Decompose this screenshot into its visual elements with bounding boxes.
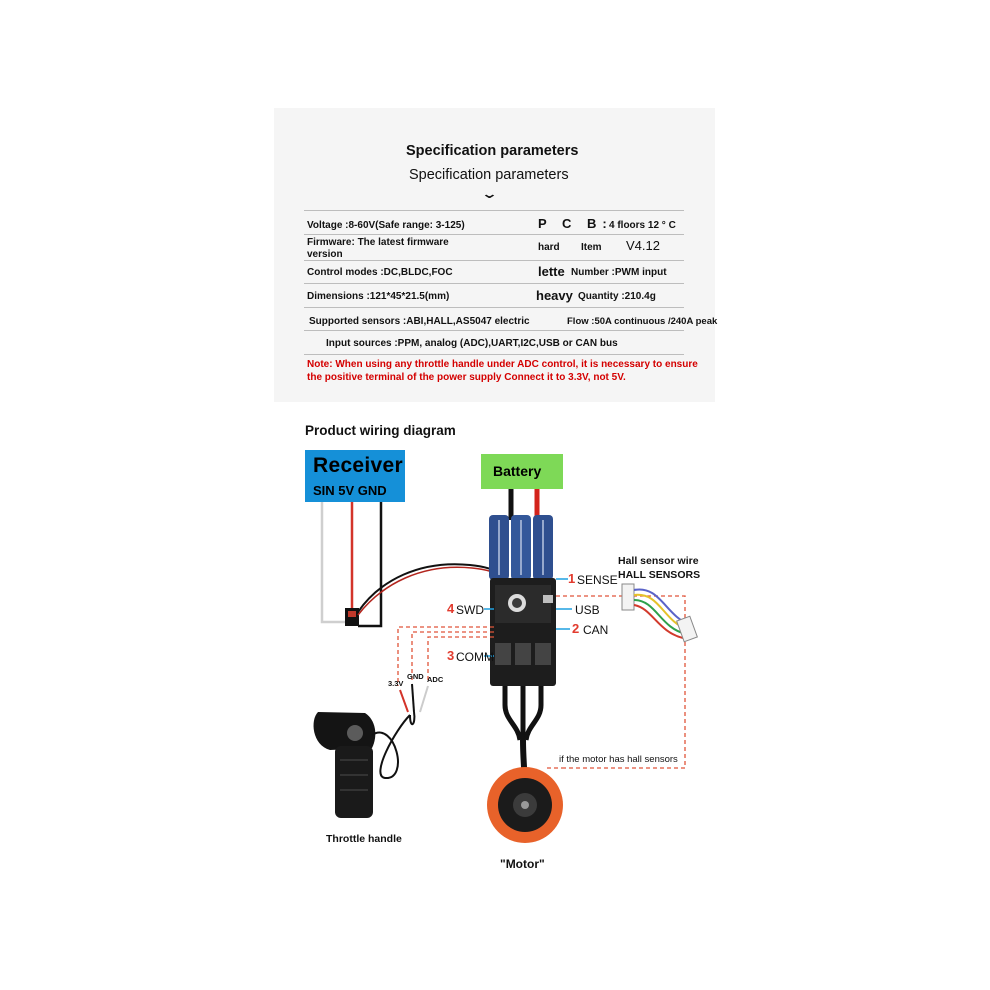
divider bbox=[304, 330, 684, 331]
throttle-33v-wire bbox=[399, 689, 409, 713]
wiring-title: Product wiring diagram bbox=[305, 423, 456, 438]
hall-sensor-connector-image bbox=[621, 583, 698, 643]
divider bbox=[304, 283, 684, 284]
battery-box: Battery bbox=[481, 454, 563, 489]
spec-voltage: Voltage :8-60V(Safe range: 3-125) bbox=[307, 220, 465, 231]
pin-33v-label: 3.3V bbox=[388, 679, 404, 688]
spec-card: Specification parameters Specification p… bbox=[274, 108, 718, 402]
phase-wire-c bbox=[523, 686, 544, 741]
callout-lines bbox=[484, 578, 572, 657]
comm-number: 3 bbox=[447, 648, 455, 663]
pin-gnd-label: GND bbox=[407, 672, 424, 681]
swd-label: SWD bbox=[456, 603, 484, 617]
usb-label: USB bbox=[575, 603, 600, 617]
spec-inputs: Input sources :PPM, analog (ADC),UART,I2… bbox=[326, 338, 618, 349]
spec-firmware-line2: version bbox=[307, 249, 343, 260]
divider bbox=[304, 234, 684, 235]
spec-item: Item bbox=[581, 242, 602, 253]
spec-control-modes: Control modes :DC,BLDC,FOC bbox=[307, 267, 453, 278]
spec-firmware-line1: Firmware: The latest firmware bbox=[307, 237, 449, 248]
throttle-gnd-wire bbox=[411, 683, 415, 713]
spec-title: Specification parameters bbox=[406, 143, 579, 159]
spec-sensors: Supported sensors :ABI,HALL,AS5047 elect… bbox=[309, 316, 530, 327]
divider bbox=[304, 210, 684, 211]
can-number: 2 bbox=[572, 621, 580, 636]
dashed-connections bbox=[397, 595, 686, 769]
chevron-down-icon: ⌄ bbox=[480, 186, 499, 201]
divider bbox=[304, 260, 684, 261]
receiver-pins: SIN 5V GND bbox=[313, 483, 387, 498]
spec-subtitle: Specification parameters bbox=[409, 167, 569, 183]
throttle-adc-wire bbox=[419, 685, 429, 713]
sense-number: 1 bbox=[568, 571, 576, 586]
divider bbox=[304, 307, 684, 308]
swd-number: 4 bbox=[447, 601, 455, 616]
capacitor-bank bbox=[489, 515, 553, 580]
spec-item-value: V4.12 bbox=[626, 238, 660, 253]
spec-note: Note: When using any throttle handle und… bbox=[307, 359, 698, 383]
phase-wire-a bbox=[502, 686, 523, 741]
can-label: CAN bbox=[583, 623, 609, 637]
hall-label-line2: HALL SENSORS bbox=[618, 569, 701, 581]
motor-label: "Motor" bbox=[500, 857, 545, 871]
spec-pcb-value: 4 floors 12 ° C bbox=[609, 220, 676, 231]
receiver-sin-wire bbox=[320, 500, 350, 624]
spec-hard: hard bbox=[538, 242, 560, 253]
spec-lette: lette bbox=[538, 264, 565, 279]
comm-label: COMM bbox=[456, 650, 494, 664]
pin-adc-label: ADC bbox=[427, 675, 444, 684]
receiver-connector-pin bbox=[348, 611, 356, 617]
receiver-box: Receiver SIN 5V GND bbox=[305, 450, 405, 502]
battery-label: Battery bbox=[493, 463, 542, 479]
spec-heavy: heavy bbox=[536, 288, 573, 303]
divider bbox=[304, 354, 684, 355]
spec-dimensions: Dimensions :121*45*21.5(mm) bbox=[307, 291, 450, 302]
spec-number: Number :PWM input bbox=[571, 267, 667, 278]
hall-note: if the motor has hall sensors bbox=[557, 754, 680, 765]
spec-quantity: Quantity :210.4g bbox=[578, 291, 656, 302]
hall-label-line1: Hall sensor wire bbox=[618, 555, 699, 567]
spec-flow: Flow :50A continuous /240A peak bbox=[567, 316, 718, 327]
sense-label: SENSE bbox=[577, 573, 618, 587]
throttle-cable bbox=[409, 711, 416, 726]
motor-image bbox=[487, 767, 563, 843]
throttle-label: Throttle handle bbox=[326, 833, 402, 845]
spec-pcb-label: P C B: bbox=[538, 216, 613, 231]
throttle-handle-image bbox=[313, 712, 411, 818]
esc-board bbox=[490, 578, 556, 686]
receiver-title: Receiver bbox=[313, 454, 403, 477]
receiver-gnd-wire bbox=[358, 500, 383, 628]
